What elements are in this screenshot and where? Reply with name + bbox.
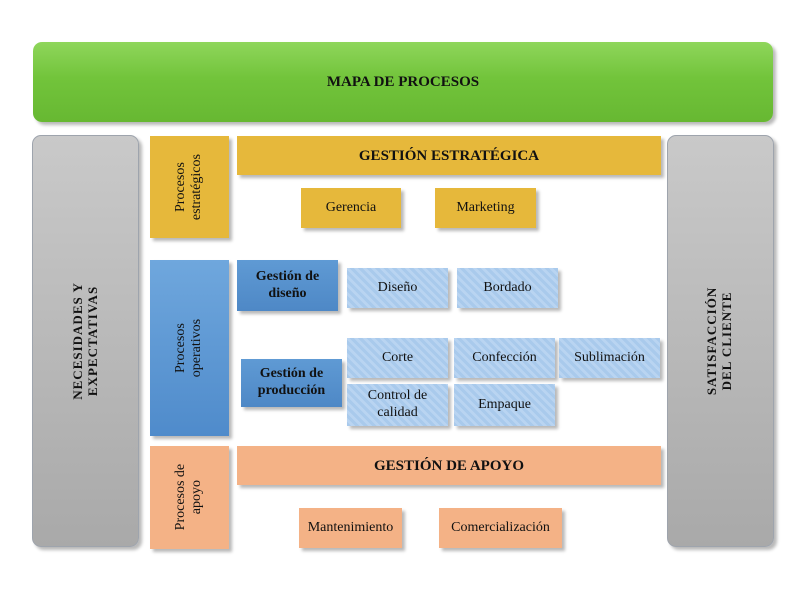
customer-satisfaction-panel: SATISFACCIÓN DEL CLIENTE	[667, 135, 774, 547]
process-gerencia-label: Gerencia	[325, 199, 377, 215]
needs-expectations-line2: EXPECTATIVAS	[84, 285, 100, 397]
process-sublimacion-label: Sublimación	[574, 349, 645, 365]
process-comercializacion: Comercialización	[439, 508, 562, 548]
production-management-title: Gestión de producción	[258, 366, 325, 400]
design-management-line1: Gestión de	[255, 268, 320, 284]
category-strategic-label: Procesos estratégicos	[173, 154, 205, 220]
design-management-header: Gestión de diseño	[237, 260, 338, 311]
process-corte: Corte	[347, 338, 448, 378]
category-operative-line2: operativos	[189, 318, 205, 378]
strategic-management-header: GESTIÓN ESTRATÉGICA	[237, 136, 661, 175]
process-confeccion-label: Confección	[472, 349, 537, 365]
process-control-calidad-line2: calidad	[377, 405, 418, 420]
process-empaque-label: Empaque	[478, 396, 531, 412]
customer-satisfaction-label: SATISFACCIÓN DEL CLIENTE	[704, 286, 736, 396]
process-map-title-banner: MAPA DE PROCESOS	[33, 42, 773, 122]
category-strategic-processes: Procesos estratégicos	[150, 136, 229, 238]
category-operative-line1: Procesos	[173, 323, 189, 373]
process-mantenimiento: Mantenimiento	[299, 508, 402, 548]
process-comercializacion-label: Comercialización	[451, 519, 550, 535]
needs-expectations-line1: NECESIDADES Y	[69, 282, 85, 400]
support-management-header: GESTIÓN DE APOYO	[237, 446, 661, 485]
strategic-management-title: GESTIÓN ESTRATÉGICA	[358, 147, 540, 164]
production-management-header: Gestión de producción	[241, 359, 342, 407]
process-corte-label: Corte	[381, 349, 414, 365]
process-bordado-label: Bordado	[483, 279, 532, 295]
category-support-processes: Procesos de apoyo	[150, 446, 229, 549]
process-control-calidad-line1: Control de	[367, 388, 428, 404]
design-management-title: Gestión de diseño	[256, 269, 319, 303]
process-bordado: Bordado	[457, 268, 558, 308]
category-operative-label: Procesos operativos	[173, 319, 205, 377]
customer-satisfaction-line2: DEL CLIENTE	[719, 291, 735, 391]
category-strategic-line1: Procesos	[173, 162, 189, 212]
category-support-line1: Procesos de	[173, 464, 189, 531]
category-operative-processes: Procesos operativos	[150, 260, 229, 436]
process-diseno-label: Diseño	[377, 279, 418, 295]
process-confeccion: Confección	[454, 338, 555, 378]
process-empaque: Empaque	[454, 384, 555, 426]
customer-satisfaction-line1: SATISFACCIÓN	[704, 286, 720, 396]
category-support-label: Procesos de apoyo	[173, 464, 205, 531]
process-control-calidad-label: Control de calidad	[368, 388, 428, 422]
design-management-line2: diseño	[268, 285, 307, 301]
needs-expectations-panel: NECESIDADES Y EXPECTATIVAS	[32, 135, 139, 547]
process-control-calidad: Control de calidad	[347, 384, 448, 426]
needs-expectations-label: NECESIDADES Y EXPECTATIVAS	[69, 282, 101, 400]
production-management-line2: producción	[257, 383, 326, 398]
production-management-line1: Gestión de	[259, 366, 324, 382]
category-support-line2: apoyo	[189, 480, 205, 515]
process-marketing: Marketing	[435, 188, 536, 228]
process-diseno: Diseño	[347, 268, 448, 308]
support-management-title: GESTIÓN DE APOYO	[373, 457, 525, 474]
process-sublimacion: Sublimación	[559, 338, 660, 378]
process-map-title: MAPA DE PROCESOS	[326, 74, 480, 90]
process-marketing-label: Marketing	[456, 199, 515, 215]
process-gerencia: Gerencia	[301, 188, 401, 228]
process-mantenimiento-label: Mantenimiento	[307, 519, 394, 535]
category-strategic-line2: estratégicos	[189, 153, 205, 221]
